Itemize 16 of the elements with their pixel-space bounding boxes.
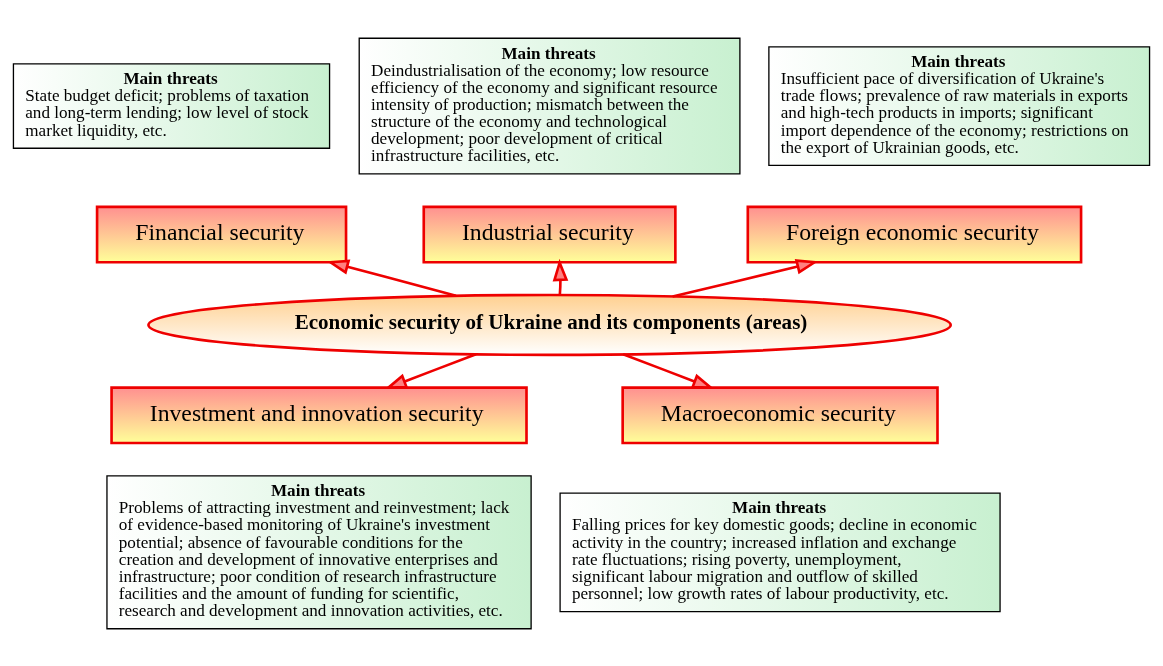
arrow	[384, 352, 477, 389]
node-box: Main threats Deindustrialisation of the economy; low resource efficiency of the economy and significant resource intensity of production; mismatch between the structure of the economy and technological development; poor development of critical infrastructure facilities, etc.	[358, 37, 741, 175]
node-ellipse: Economic security of Ukraine and its components (areas)	[147, 293, 952, 356]
node-box: Main threats Insufficient pace of diversification of Ukraine's trade flows; prevalence of raw materials in exports and high-tech products in imports; significant import dependence of the economy; restrictions on the export of Ukrainian goods, etc.	[768, 45, 1151, 166]
node-box: Foreign economic security	[746, 205, 1083, 263]
arrow	[672, 258, 819, 298]
node-box: Main threats Falling prices for key domestic goods; decline in economic activity in the country; increased inflation and exchange rate fluctuations; rising poverty, unemployment, significant labour migration and outflow of skilled personnel; low growth rates of labour productivity, etc.	[559, 491, 1001, 612]
node-box: Industrial security	[422, 205, 677, 263]
node-box: Financial security	[95, 205, 348, 263]
arrow	[622, 352, 715, 389]
node-box: Main threats Problems of attracting investment and reinvestment; lack of evidence-based monitoring of Ukraine's investment potential; absence of favourable conditions for the creation and development of innovative enterprises and infrastructure; poor condition of research infrastructure facilities and the amount of funding for scientific, research and development and innovation activities, etc.	[106, 474, 532, 629]
node-box: Main threats State budget deficit; problems of taxation and long-term lending; low level of stock market liquidity, etc.	[12, 62, 331, 149]
arrow	[552, 258, 569, 295]
node-box: Investment and innovation security	[110, 385, 528, 444]
node-box: Macroeconomic security	[621, 385, 939, 444]
arrow	[326, 258, 457, 297]
